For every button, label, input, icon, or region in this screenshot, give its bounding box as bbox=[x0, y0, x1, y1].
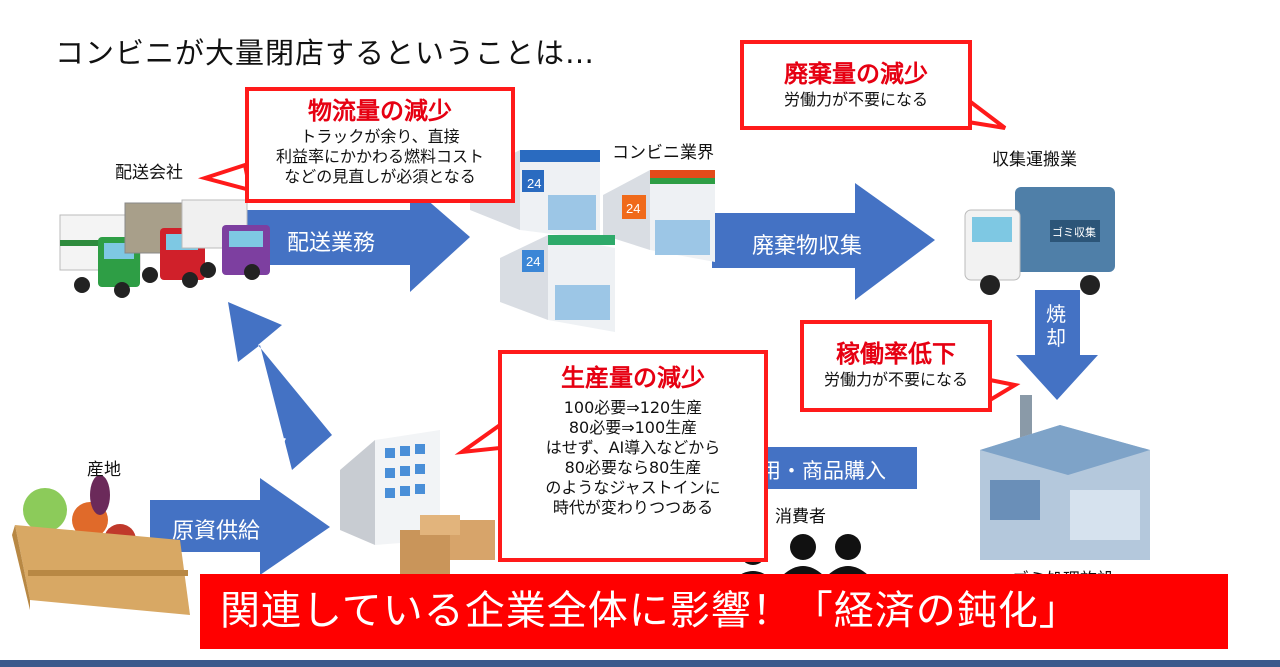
cardboard-box-icon bbox=[400, 515, 495, 575]
label-consumer: 消費者 bbox=[775, 507, 826, 527]
arrow-use-purchase bbox=[740, 447, 917, 489]
svg-text:24: 24 bbox=[527, 176, 541, 191]
callout-production-line: はせず、AI導入などから bbox=[545, 438, 721, 457]
callout-production-line: 80必要なら80生産 bbox=[564, 458, 702, 477]
page-title: コンビニが大量閉店するということは… bbox=[55, 36, 596, 70]
arrow-label-use-purchase: 用・商品購入 bbox=[760, 459, 886, 483]
callout-logistics-line: 利益率にかかわる燃料コスト bbox=[275, 147, 484, 166]
callout-waste-head: 廃棄量の減少 bbox=[784, 60, 928, 88]
arrow-label-raw-supply: 原資供給 bbox=[172, 519, 261, 544]
convenience-store-icon: 24 bbox=[500, 235, 615, 332]
conclusion-banner: 関連している企業全体に影響！「経済の鈍化」 bbox=[200, 574, 1228, 649]
arrow-product-supply bbox=[228, 302, 332, 470]
label-production-area: 産地 bbox=[87, 460, 121, 480]
factory-icon bbox=[980, 395, 1150, 560]
callout-tail-utilization bbox=[988, 377, 1021, 404]
callout-production: 生産量の減少 100必要⇒120生産 80必要⇒100生産 はせず、AI導入など… bbox=[498, 350, 768, 562]
callout-tail-waste bbox=[966, 95, 1007, 130]
arrow-raw-supply bbox=[150, 478, 330, 575]
callout-tail-logistics bbox=[197, 162, 253, 193]
callout-logistics: 物流量の減少 トラックが余り、直接 利益率にかかわる燃料コスト などの見直しが必… bbox=[245, 87, 515, 203]
callout-production-line: 80必要⇒100生産 bbox=[568, 418, 698, 437]
arrow-label-waste-collection: 廃棄物収集 bbox=[752, 234, 863, 259]
arrow-label-delivery: 配送業務 bbox=[287, 231, 376, 256]
callout-utilization-line: 労働力が不要になる bbox=[823, 370, 968, 389]
label-convenience-industry: コンビニ業界 bbox=[612, 143, 714, 163]
svg-text:24: 24 bbox=[626, 201, 640, 216]
callout-waste-line: 労働力が不要になる bbox=[783, 90, 928, 109]
callout-utilization-head: 稼働率低下 bbox=[836, 340, 956, 368]
svg-text:ゴミ収集: ゴミ収集 bbox=[1052, 225, 1096, 239]
callout-production-line: 時代が変わりつつある bbox=[552, 498, 714, 517]
bottom-divider bbox=[0, 660, 1280, 667]
arrow-label-incineration: 焼却 bbox=[1046, 302, 1066, 350]
callout-production-line: 100必要⇒120生産 bbox=[563, 398, 703, 417]
convenience-store-icon: 24 bbox=[603, 170, 715, 262]
arrow-delivery bbox=[245, 185, 470, 292]
callout-production-head: 生産量の減少 bbox=[561, 364, 705, 392]
label-delivery-company: 配送会社 bbox=[115, 163, 183, 183]
callout-tail-production bbox=[454, 421, 502, 455]
arrow-waste-collection bbox=[712, 183, 935, 300]
arrow-incineration bbox=[1016, 290, 1098, 400]
callout-waste: 廃棄量の減少 労働力が不要になる bbox=[740, 40, 972, 130]
callout-logistics-line: などの見直しが必須となる bbox=[284, 167, 476, 186]
truck-icon bbox=[181, 199, 270, 280]
callout-production-line: のようなジャストインに bbox=[545, 478, 721, 497]
callout-utilization: 稼働率低下 労働力が不要になる bbox=[800, 320, 992, 412]
callout-logistics-line: トラックが余り、直接 bbox=[300, 127, 460, 146]
vegetable-crate-icon bbox=[12, 475, 190, 615]
svg-text:24: 24 bbox=[526, 254, 540, 269]
callout-logistics-head: 物流量の減少 bbox=[308, 97, 452, 125]
label-collection-industry: 収集運搬業 bbox=[992, 150, 1077, 170]
garbage-truck-icon: ゴミ収集 bbox=[964, 187, 1115, 295]
